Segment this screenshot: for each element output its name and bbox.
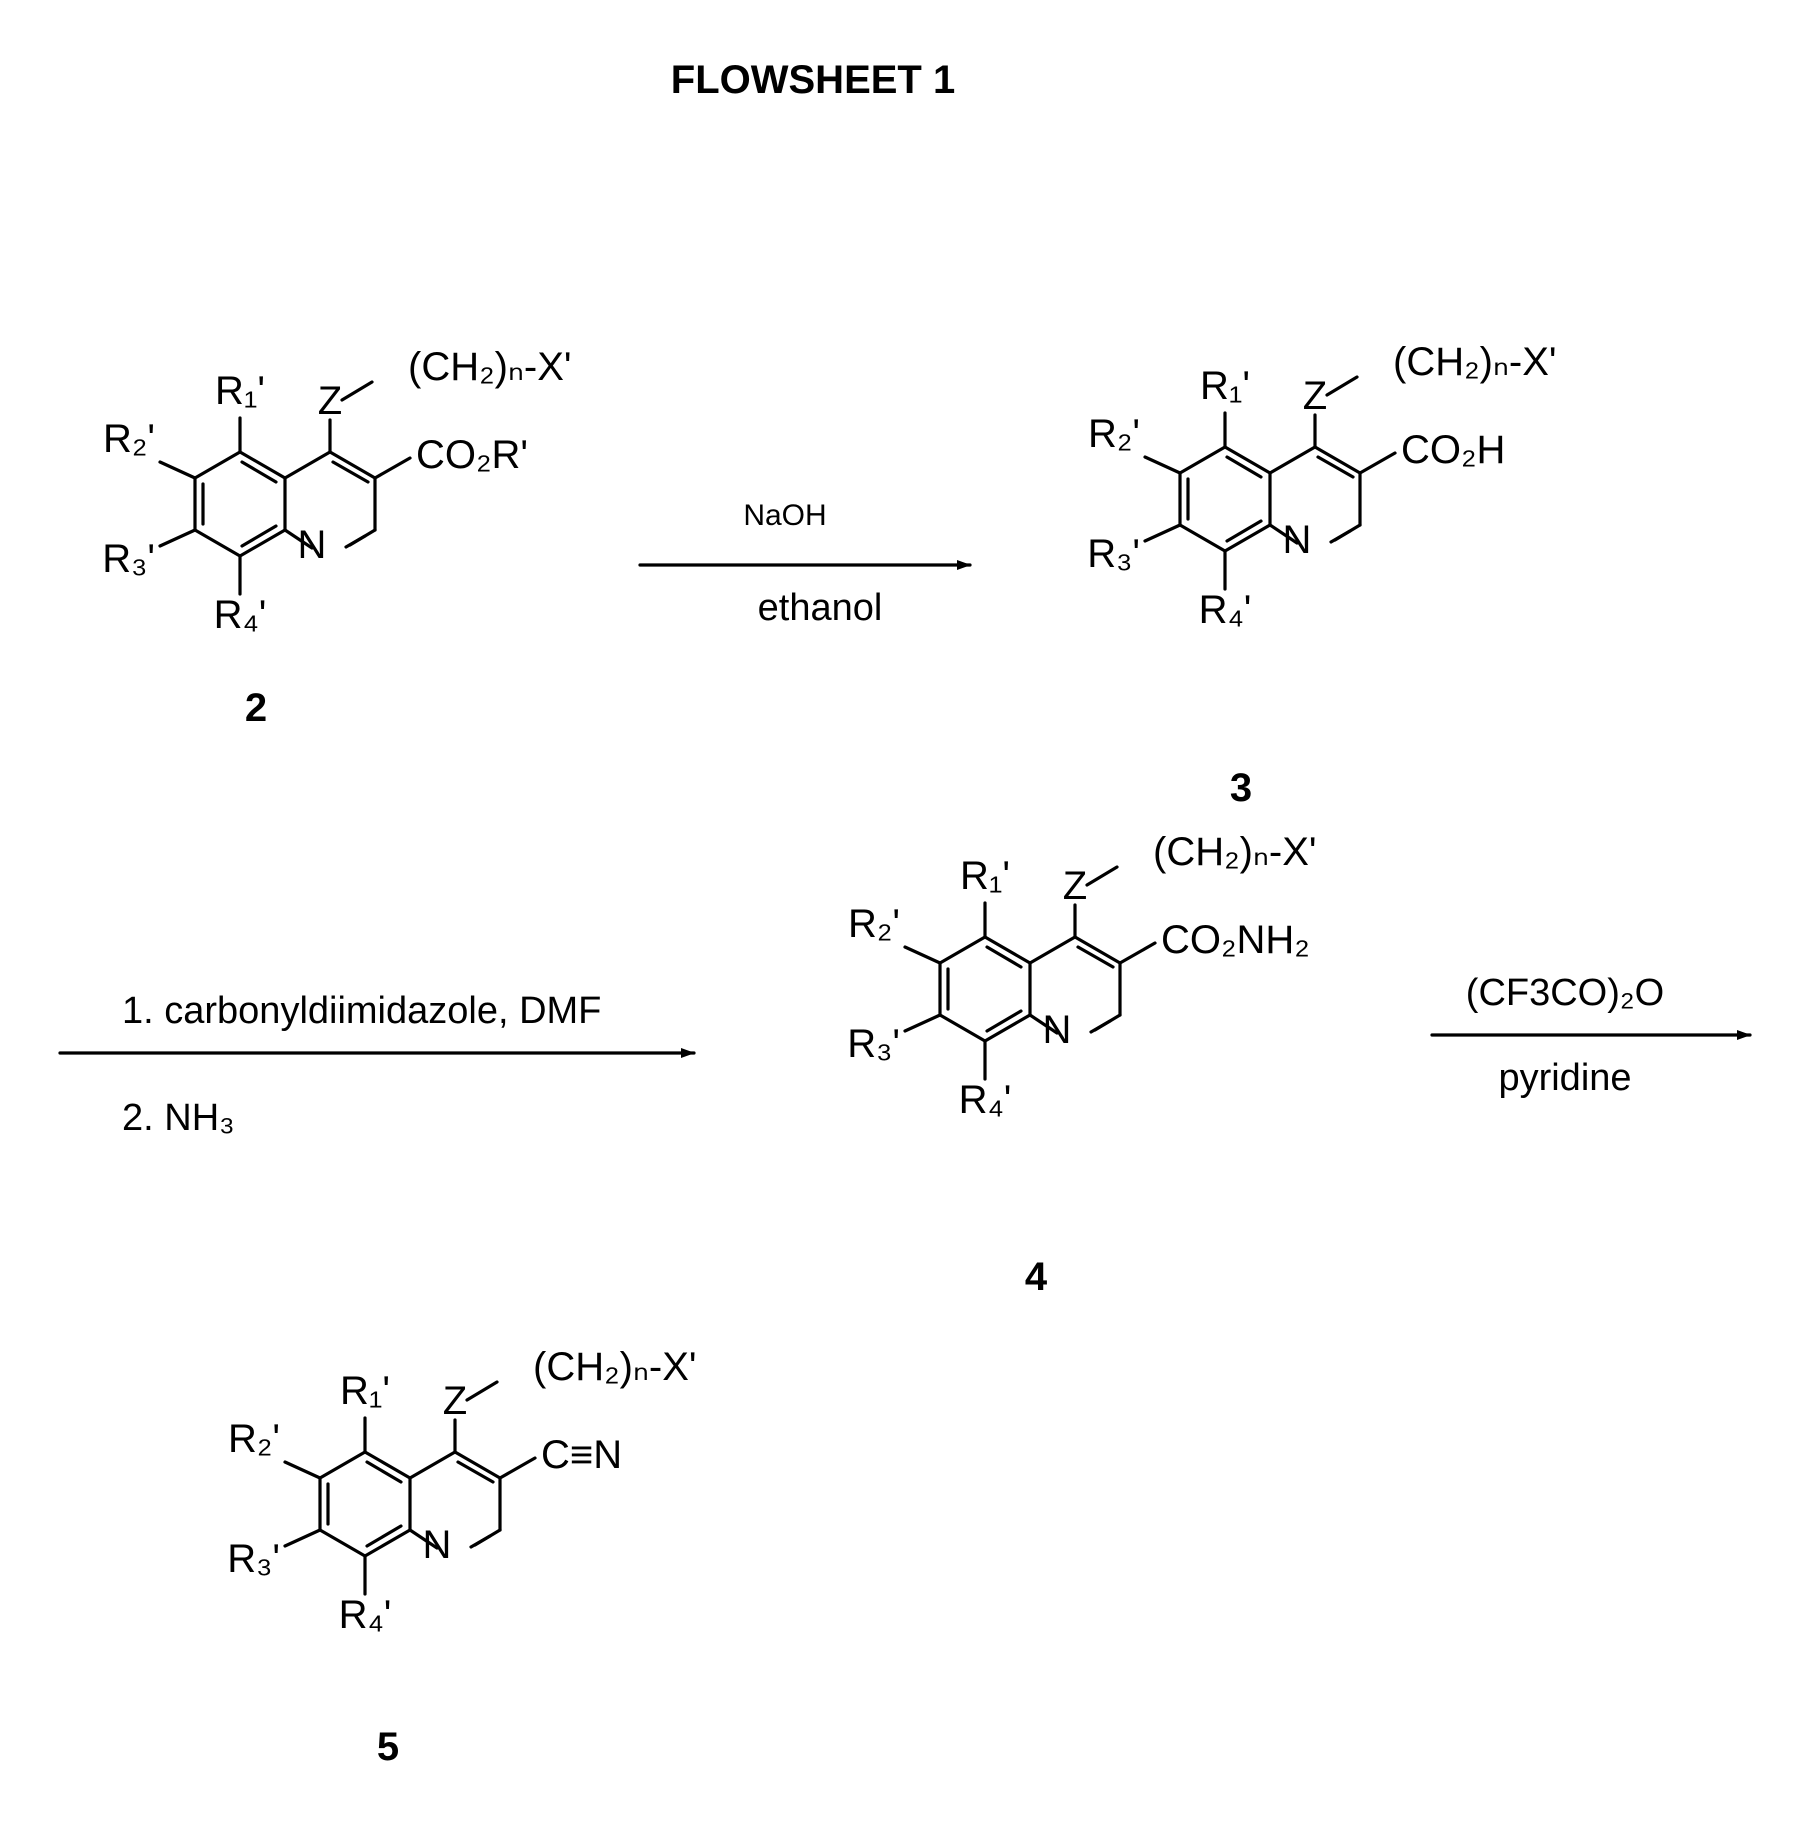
r1-label: R₁' [1200, 364, 1250, 408]
r4-label: R₄' [339, 1593, 392, 1637]
compound-2-structure: N Z R₁' R₂' R₃' R₄' (CH₂)ₙ-X' CO₂R' [102, 345, 571, 637]
r3-label: R₃' [847, 1022, 900, 1066]
r4-label: R₄' [959, 1078, 1012, 1122]
compound-3-structure: N Z R₁' R₂' R₃' R₄' (CH₂)ₙ-X' CO₂H [1087, 340, 1556, 632]
r1-label: R₁' [960, 854, 1010, 898]
side-chain-label: (CH₂)ₙ-X' [1393, 340, 1557, 384]
r2-label: R₂' [848, 902, 900, 946]
z-atom-label: Z [443, 1379, 467, 1423]
compound-label-5: 5 [377, 1725, 399, 1769]
ring-nitrogen-label: N [1043, 1008, 1072, 1052]
compound-4-structure: N Z R₁' R₂' R₃' R₄' (CH₂)ₙ-X' CO₂NH₂ [847, 830, 1316, 1122]
r1-label: R₁' [215, 369, 265, 413]
reagent-naoh: NaOH [743, 499, 826, 532]
compound-label-3: 3 [1230, 766, 1252, 810]
solvent-ethanol: ethanol [758, 587, 883, 629]
ring-nitrogen-label: N [1283, 518, 1312, 562]
r2-label: R₂' [1088, 412, 1140, 456]
r3-label: R₃' [1087, 532, 1140, 576]
r3-label: R₃' [227, 1537, 280, 1581]
compound-label-2: 2 [245, 686, 267, 730]
ring-nitrogen-label: N [298, 523, 327, 567]
side-chain-label: (CH₂)ₙ-X' [408, 345, 572, 389]
compound-5-structure: N Z R₁' R₂' R₃' R₄' (CH₂)ₙ-X' C≡N [227, 1345, 696, 1637]
z-atom-label: Z [1303, 374, 1327, 418]
z-atom-label: Z [1063, 864, 1087, 908]
substituent-label: CO₂NH₂ [1161, 918, 1310, 962]
substituent-label: CO₂H [1401, 428, 1505, 472]
ring-nitrogen-label: N [423, 1523, 452, 1567]
r1-label: R₁' [340, 1369, 390, 1413]
quinoline-ring-3 [1145, 377, 1395, 589]
r2-label: R₂' [228, 1417, 280, 1461]
reagent-pyridine: pyridine [1498, 1057, 1631, 1099]
substituent-label: C≡N [541, 1433, 622, 1477]
reagent-tfaa: (CF3CO)₂O [1466, 972, 1664, 1014]
quinoline-ring-2 [160, 382, 410, 594]
substituent-label: CO₂R' [416, 433, 528, 477]
side-chain-label: (CH₂)ₙ-X' [533, 1345, 697, 1389]
r4-label: R₄' [1199, 588, 1252, 632]
side-chain-label: (CH₂)ₙ-X' [1153, 830, 1317, 874]
reagent-cdi-dmf: 1. carbonyldiimidazole, DMF [122, 990, 601, 1032]
reagent-ammonia: 2. NH₃ [122, 1097, 235, 1139]
r4-label: R₄' [214, 593, 267, 637]
z-atom-label: Z [318, 379, 342, 423]
r2-label: R₂' [103, 417, 155, 461]
quinoline-ring-5 [285, 1382, 535, 1594]
r3-label: R₃' [102, 537, 155, 581]
page-title: FLOWSHEET 1 [671, 58, 955, 102]
quinoline-ring-4 [905, 867, 1155, 1079]
compound-label-4: 4 [1025, 1255, 1048, 1299]
